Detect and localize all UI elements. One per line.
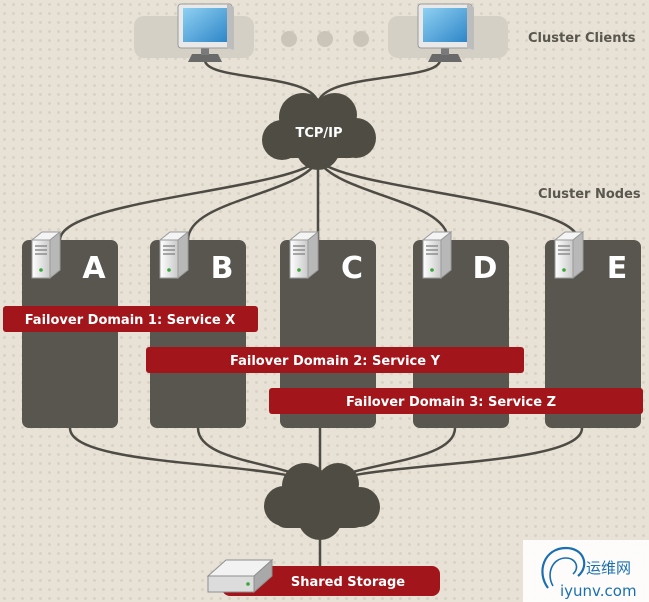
server-icon bbox=[554, 231, 584, 279]
node-d: D bbox=[413, 231, 509, 428]
failover-domain-3: Failover Domain 3: Service Z bbox=[269, 388, 643, 414]
node-label: E bbox=[607, 251, 628, 286]
client-links bbox=[203, 59, 442, 106]
failover-domain-bar bbox=[269, 388, 643, 414]
failover-domain-label: Failover Domain 2: Service Y bbox=[230, 354, 441, 369]
ellipsis-dot bbox=[281, 31, 297, 47]
node-label: B bbox=[211, 251, 234, 286]
node-label: A bbox=[82, 251, 106, 286]
shared-storage: Shared Storage bbox=[206, 558, 440, 596]
failover-domain-2: Failover Domain 2: Service Y bbox=[146, 347, 524, 373]
node-column bbox=[413, 240, 509, 428]
node-column bbox=[545, 240, 641, 428]
node-a: A bbox=[22, 231, 118, 428]
server-icon bbox=[31, 231, 61, 279]
node-b: B bbox=[150, 231, 246, 428]
node-column bbox=[150, 240, 246, 428]
watermark: 运维网 iyunv.com bbox=[523, 540, 649, 602]
shared-storage-bar bbox=[222, 566, 440, 596]
node-e: E bbox=[545, 231, 641, 428]
node-label: C bbox=[341, 251, 363, 286]
node-column bbox=[22, 240, 118, 428]
ellipsis-dot bbox=[317, 31, 333, 47]
failover-domain-bar bbox=[3, 306, 258, 332]
server-icon bbox=[159, 231, 189, 279]
ellipsis-dot bbox=[353, 31, 369, 47]
shared-storage-label: Shared Storage bbox=[291, 575, 405, 590]
watermark-site: iyunv.com bbox=[560, 582, 637, 600]
cluster-clients-label: Cluster Clients bbox=[528, 31, 636, 46]
storage-cloud bbox=[264, 463, 380, 540]
server-icon bbox=[289, 231, 319, 279]
network-cloud: TCP/IP bbox=[262, 93, 376, 170]
node-columns: A B C D E bbox=[22, 231, 641, 428]
node-c: C bbox=[280, 231, 376, 428]
storage-device-icon bbox=[206, 558, 274, 594]
failover-domain-label: Failover Domain 1: Service X bbox=[25, 313, 236, 328]
cluster-nodes-label: Cluster Nodes bbox=[538, 187, 641, 202]
watermark-logo-icon bbox=[541, 546, 586, 589]
network-label: TCP/IP bbox=[295, 126, 342, 141]
node-column bbox=[280, 240, 376, 428]
failover-domains: Failover Domain 1: Service X Failover Dom… bbox=[3, 306, 643, 414]
server-icon bbox=[422, 231, 452, 279]
node-label: D bbox=[473, 251, 498, 286]
failover-domain-bar bbox=[146, 347, 524, 373]
failover-domain-1: Failover Domain 1: Service X bbox=[3, 306, 258, 332]
watermark-chinese: 运维网 bbox=[586, 559, 631, 577]
node-links bbox=[58, 159, 580, 241]
failover-domain-label: Failover Domain 3: Service Z bbox=[346, 395, 556, 410]
